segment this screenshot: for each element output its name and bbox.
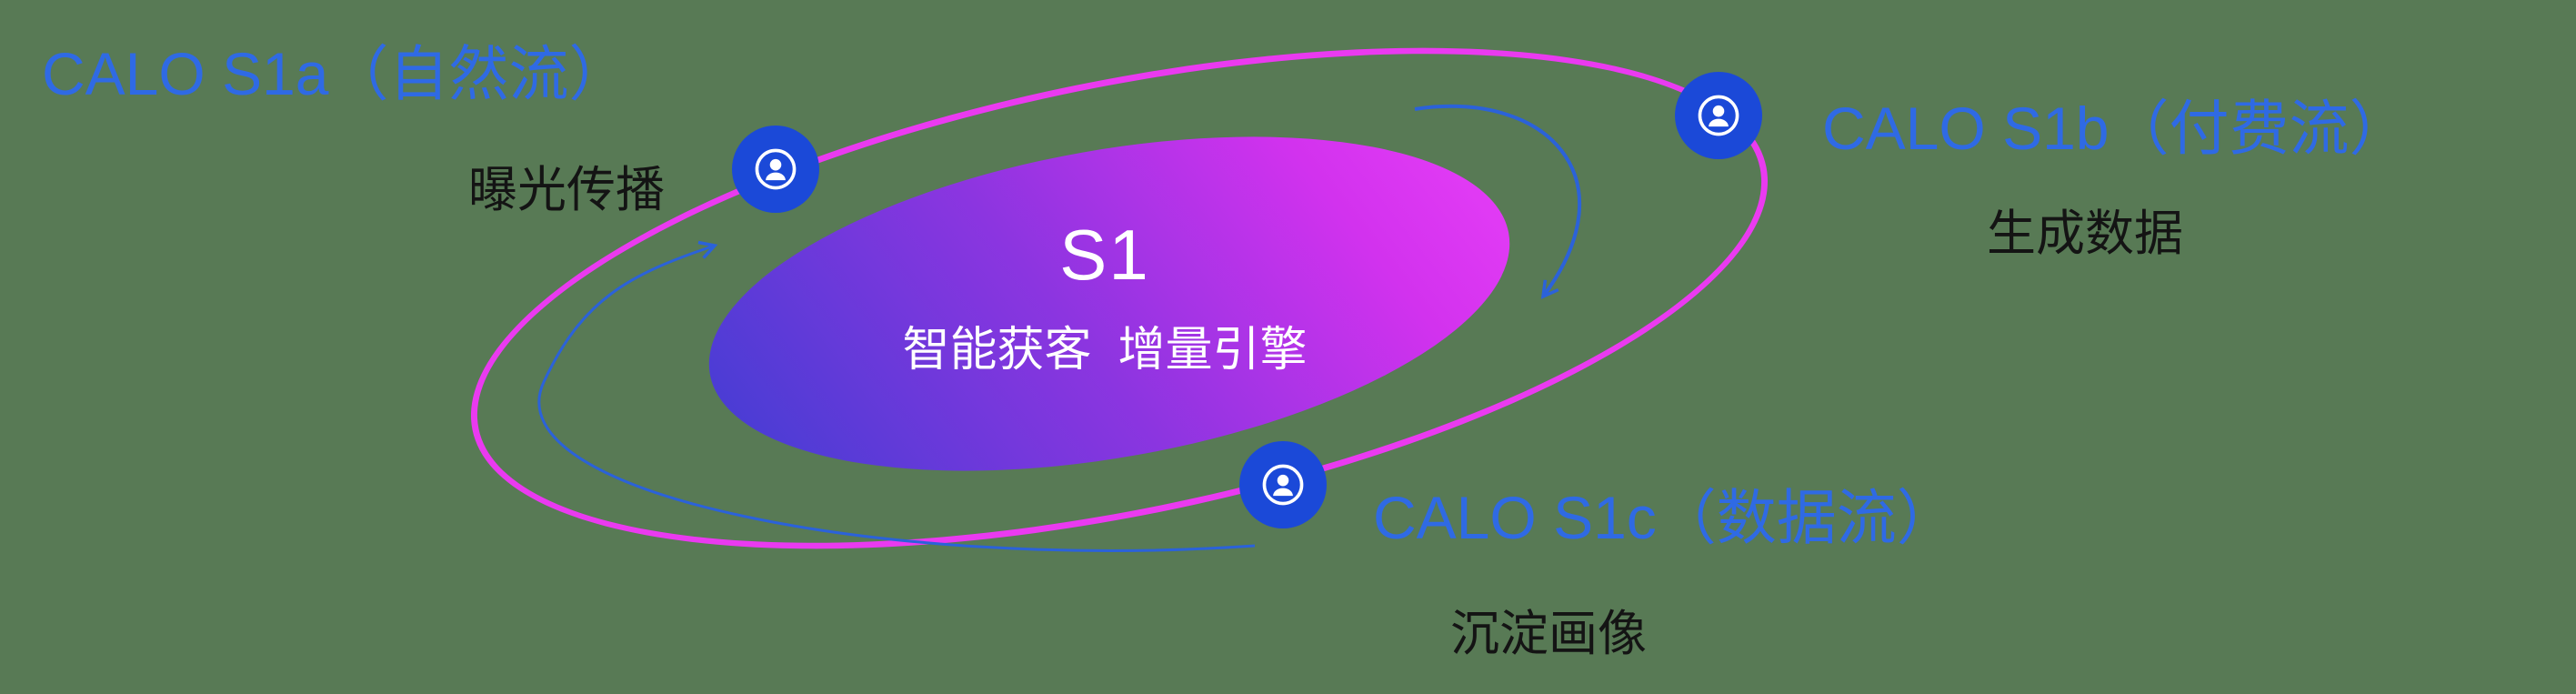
- label-title-s1c: CALO S1c（数据流）: [1373, 484, 1957, 551]
- node-s1c: [1239, 441, 1327, 528]
- person-icon: [755, 148, 797, 190]
- flow-arrow-top-right: [1414, 104, 1582, 299]
- person-icon: [1262, 464, 1304, 506]
- node-s1b: [1675, 72, 1762, 159]
- label-title-s1b: CALO S1b（付费流）: [1822, 95, 2410, 162]
- label-sub-s1b: 生成数据: [1987, 206, 2183, 261]
- core-subtitle: 智能获客 增量引擎: [902, 324, 1308, 377]
- label-sub-s1a: 曝光传播: [468, 163, 665, 217]
- person-icon: [1698, 95, 1739, 136]
- core-title: S1: [1059, 215, 1150, 295]
- flow-arrow-left: [537, 240, 1256, 552]
- label-sub-s1c: 沉淀画像: [1450, 607, 1647, 661]
- node-s1a: [732, 126, 819, 213]
- label-title-s1a: CALO S1a（自然流）: [42, 40, 629, 107]
- core-text: S1 智能获客 增量引擎: [903, 214, 1308, 379]
